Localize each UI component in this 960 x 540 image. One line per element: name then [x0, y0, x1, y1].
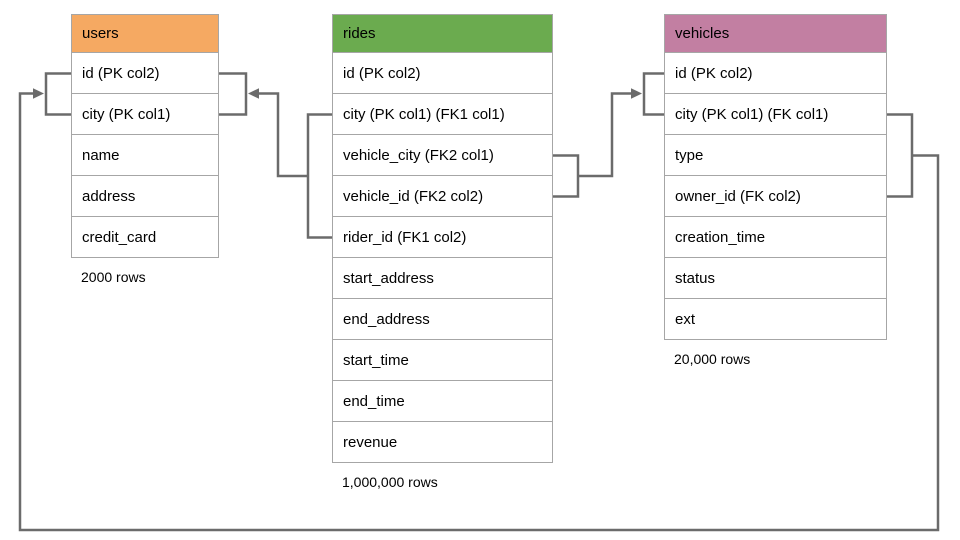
arrowhead-into-vehicles-left [631, 88, 642, 99]
vehicles-row-count: 20,000 rows [674, 351, 751, 367]
table-vehicles: vehicles id (PK col2) city (PK col1) (FK… [664, 14, 887, 367]
vehicles-col-city: city (PK col1) (FK col1) [664, 94, 887, 135]
rides-col-city: city (PK col1) (FK1 col1) [332, 94, 553, 135]
users-col-name: name [71, 135, 219, 176]
connector-rides-vehicles-fk2 [552, 72, 664, 198]
arrowhead-into-users-left [33, 88, 44, 99]
users-row-count: 2000 rows [81, 269, 146, 285]
rides-col-vehicle-city: vehicle_city (FK2 col1) [332, 135, 553, 176]
rides-col-start-time: start_time [332, 340, 553, 381]
rides-table-header: rides [332, 14, 553, 53]
vehicles-col-type: type [664, 135, 887, 176]
rides-col-rider-id: rider_id (FK1 col2) [332, 217, 553, 258]
vehicles-table-header: vehicles [664, 14, 887, 53]
rides-col-vehicle-id: vehicle_id (FK2 col2) [332, 176, 553, 217]
rides-users-link-line [256, 92, 308, 178]
vehicles-col-ext: ext [664, 299, 887, 340]
rides-col-end-time: end_time [332, 381, 553, 422]
rides-col-revenue: revenue [332, 422, 553, 463]
connector-rides-users-fk1 [218, 72, 332, 239]
users-col-city: city (PK col1) [71, 94, 219, 135]
vehicles-col-status: status [664, 258, 887, 299]
users-col-credit-card: credit_card [71, 217, 219, 258]
table-rides: rides id (PK col2) city (PK col1) (FK1 c… [332, 14, 553, 490]
rides-col-id: id (PK col2) [332, 53, 553, 94]
table-users: users id (PK col2) city (PK col1) name a… [71, 14, 219, 285]
connector-vehicles-users-fk [18, 72, 940, 532]
vehicles-fk-bracket [887, 113, 914, 198]
rides-fk2-bracket [552, 154, 580, 198]
vehicles-col-owner-id: owner_id (FK col2) [664, 176, 887, 217]
rides-fk1-bracket [306, 113, 332, 239]
users-table-header: users [71, 14, 219, 53]
users-col-id: id (PK col2) [71, 53, 219, 94]
rides-col-start-address: start_address [332, 258, 553, 299]
users-pk-bracket-left [44, 72, 72, 116]
users-col-address: address [71, 176, 219, 217]
rides-col-end-address: end_address [332, 299, 553, 340]
rides-vehicles-link-line [578, 92, 634, 178]
arrowhead-into-users-right [248, 88, 259, 99]
rides-row-count: 1,000,000 rows [342, 474, 438, 490]
vehicles-col-creation-time: creation_time [664, 217, 887, 258]
vehicles-col-id: id (PK col2) [664, 53, 887, 94]
vehicles-users-loop-line [18, 92, 940, 532]
vehicles-pk-bracket-left [642, 72, 664, 116]
users-pk-bracket-right [218, 72, 248, 116]
